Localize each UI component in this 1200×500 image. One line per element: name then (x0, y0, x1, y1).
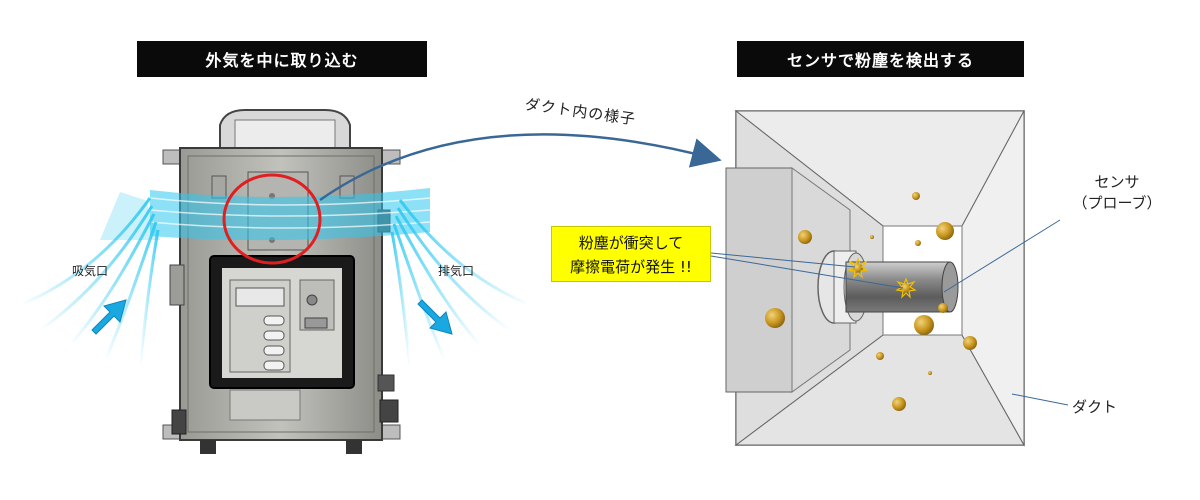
sampling-device (162, 109, 401, 454)
callout-leader-line (710, 255, 904, 289)
dust-particle (938, 303, 948, 313)
sensor-label-line-1: センサ (1094, 173, 1140, 191)
duct-leader-line (1011, 393, 1069, 406)
dust-particle (914, 315, 934, 335)
exhaust-airflow (390, 199, 531, 366)
collision-spark (895, 277, 917, 299)
callout-line-1: 粉塵が衝突して (578, 234, 684, 252)
dust-particle (928, 371, 932, 375)
sensor-label: センサ （プローブ） (1062, 172, 1172, 214)
callout-line-2: 摩擦電荷が発生 !! (570, 258, 692, 276)
control-button (263, 330, 285, 341)
connector-arrow (319, 133, 722, 202)
intake-arrow (91, 299, 127, 335)
exhaust-arrow (417, 299, 453, 335)
dust-particle (963, 336, 977, 350)
friction-charge-callout: 粉塵が衝突して 摩擦電荷が発生 !! (551, 226, 711, 282)
dust-particle (876, 352, 884, 360)
sensor-label-line-2: （プローブ） (1072, 194, 1162, 212)
control-button (263, 345, 285, 356)
dust-particle (892, 397, 906, 411)
dust-particle (936, 222, 954, 240)
dust-particle (765, 308, 785, 328)
sensor-probe (817, 250, 959, 324)
lcd-display (235, 287, 285, 307)
side-connector (169, 264, 185, 306)
right-panel-title: センサで粉塵を検出する (737, 41, 1024, 77)
dust-particle (798, 230, 812, 244)
dust-particle (912, 192, 920, 200)
intake-airflow (19, 192, 160, 366)
collision-spark (847, 257, 869, 279)
control-button (263, 315, 285, 326)
callout-leader-line (710, 252, 856, 268)
duct-highlight-circle (222, 173, 322, 265)
dust-particles (765, 192, 977, 411)
duct-label: ダクト (1072, 398, 1118, 416)
sensor-leader-line (943, 219, 1061, 293)
dust-particle (915, 240, 921, 246)
dust-particle (870, 235, 874, 239)
control-button (263, 360, 285, 371)
exhaust-label: 排気口 (438, 264, 475, 278)
left-panel-title: 外気を中に取り込む (137, 41, 427, 77)
intake-label: 吸気口 (72, 264, 109, 278)
airflow-stream (149, 188, 431, 241)
